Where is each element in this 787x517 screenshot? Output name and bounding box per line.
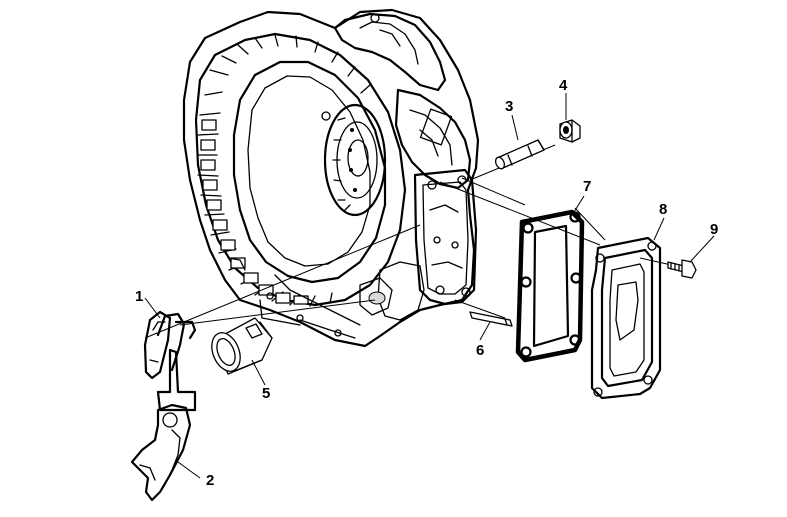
part-7-gasket	[515, 209, 585, 363]
part-6-dowel-pin	[469, 311, 513, 327]
callout-2: 2	[206, 472, 214, 489]
callout-5: 5	[262, 385, 270, 402]
part-2-detent-lever	[130, 348, 197, 502]
callout-labels: 1 2 3 4 5 6 7 8 9	[135, 77, 718, 489]
callout-4: 4	[559, 77, 568, 94]
callout-6: 6	[476, 342, 484, 359]
part-4-fitting	[559, 119, 581, 143]
callout-7: 7	[583, 178, 591, 195]
callout-3: 3	[505, 98, 513, 115]
transmission-case	[182, 8, 480, 348]
callout-9: 9	[710, 221, 718, 238]
part-9-bolt	[667, 259, 697, 279]
part-1-spring-clip	[143, 310, 197, 380]
part-3-pin	[494, 139, 545, 170]
callout-1: 1	[135, 288, 143, 305]
callout-8: 8	[659, 201, 667, 218]
part-8-cover-plate	[590, 236, 662, 400]
part-5-sleeve	[211, 317, 273, 375]
leader-lines	[144, 93, 715, 479]
